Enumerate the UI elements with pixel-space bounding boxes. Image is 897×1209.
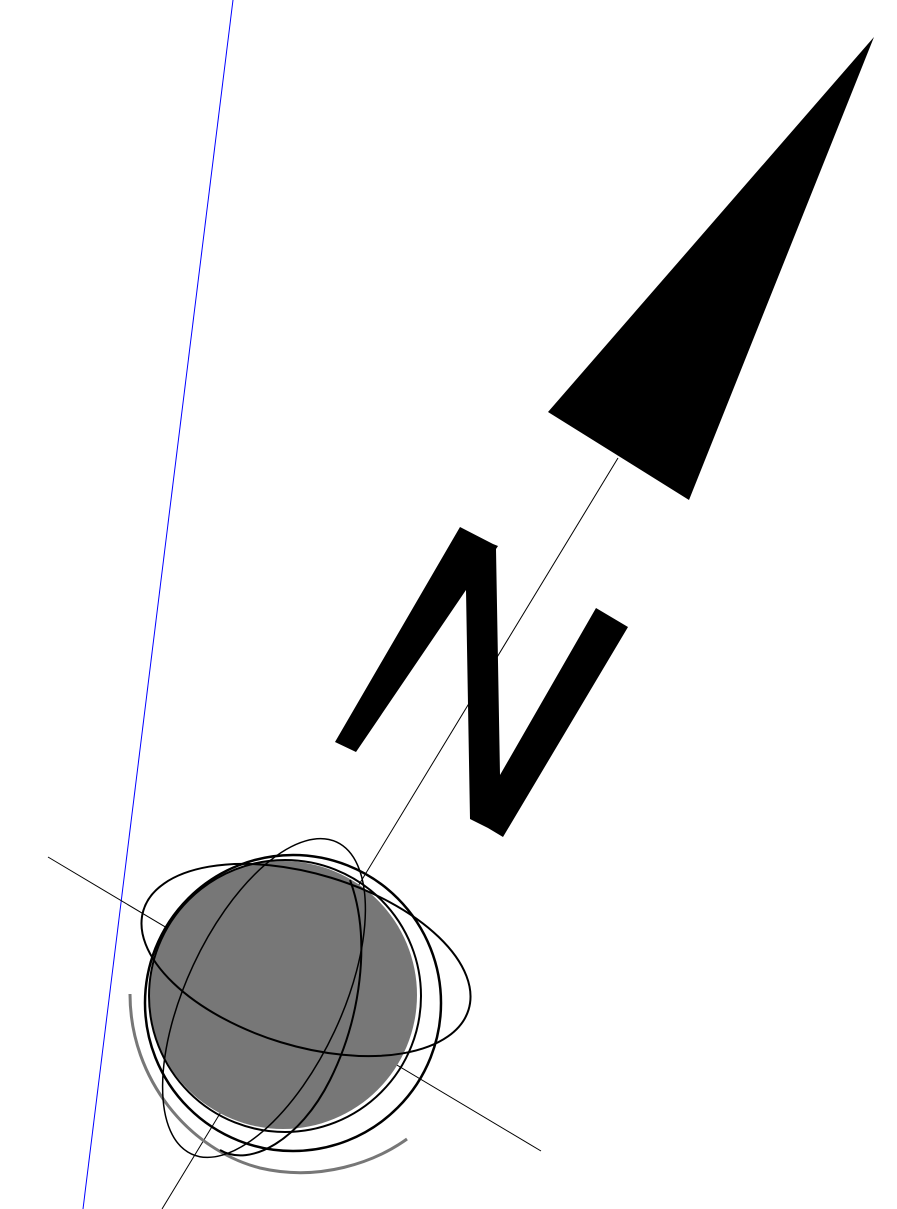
north-arrow-icon [548,37,874,500]
north-letter-n [335,527,628,837]
globe-sphere [149,861,417,1129]
